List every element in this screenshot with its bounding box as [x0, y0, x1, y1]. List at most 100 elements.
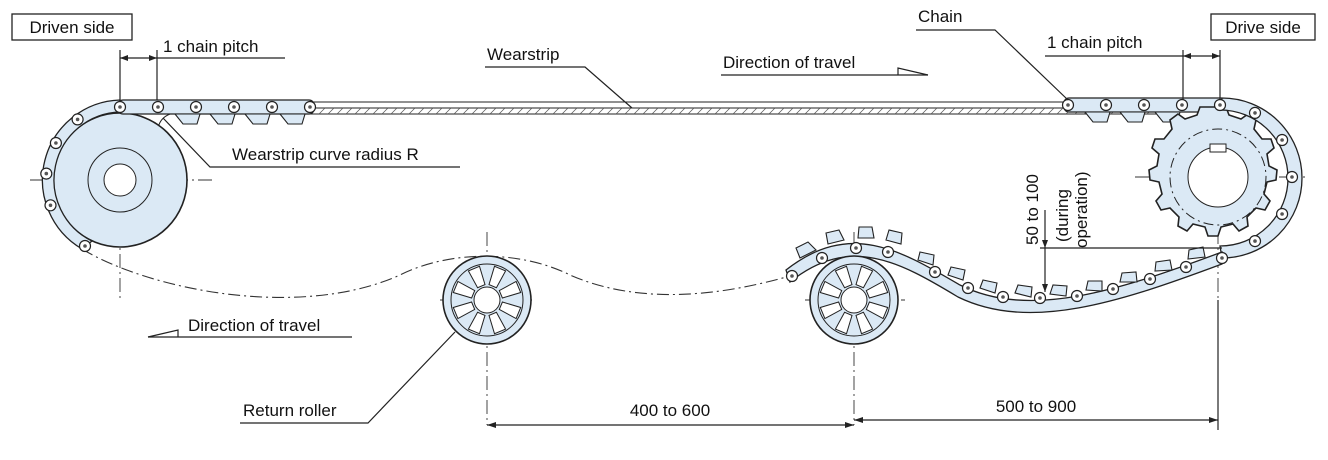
chain-pitch-right-arrows: [1183, 53, 1220, 59]
chain-pin-center: [820, 256, 824, 260]
wearstrip-hatch-line: [903, 107, 911, 115]
drive-sprocket-hub: [1187, 146, 1249, 208]
wearstrip-hatch-line: [813, 107, 821, 115]
drive-side-label-group: Drive side: [1210, 13, 1316, 41]
wearstrip-hatch-line: [858, 107, 866, 115]
chain-pitch-left-dimension: 1 chain pitch: [119, 37, 285, 100]
wearstrip-hatch-line: [633, 107, 641, 115]
drive-sprocket-keyway: [1209, 143, 1227, 153]
return-roller-left-rim: [450, 263, 524, 337]
return-roller-left-spoke: [488, 311, 507, 335]
wearstrip-hatch-line: [1002, 107, 1010, 115]
chain-pin-center: [1075, 294, 1079, 298]
chain-pin-center: [1148, 277, 1152, 281]
wearstrip-hatch-line: [1038, 107, 1046, 115]
return-roller-left-hub: [473, 286, 501, 314]
wearstrip-hatch-line: [354, 107, 362, 115]
wearstrip-hatch-line: [930, 107, 938, 115]
wearstrip-callout: Wearstrip: [485, 45, 633, 109]
chain-pitch-left-label: 1 chain pitch: [163, 37, 258, 56]
direction-top-callout: Direction of travel: [721, 53, 929, 76]
wearstrip-hatch-line: [678, 107, 686, 115]
return-roller-right-spoke: [865, 301, 889, 320]
return-roller-left-spoke: [452, 280, 476, 299]
wearstrip-hatch-line: [1047, 107, 1055, 115]
chain-pin-center: [1104, 103, 1108, 107]
wearstrip-hatch-line: [534, 107, 542, 115]
chain-pin-center: [886, 250, 890, 254]
sag-dimension: 50 to 100 (during operation): [1023, 171, 1222, 292]
wearstrip-hatch-line: [516, 107, 524, 115]
wearstrip-hatch-line: [435, 107, 443, 115]
wearstrip-hatch-line: [939, 107, 947, 115]
wearstrip-hatch-line: [327, 107, 335, 115]
wearstrip-hatch-line: [390, 107, 398, 115]
return-roller-right: [809, 255, 899, 345]
wearstrip-hatch-line: [579, 107, 587, 115]
wearstrip-hatch-line: [588, 107, 596, 115]
chain-pin-center: [156, 105, 160, 109]
chain-pin-center: [1001, 295, 1005, 299]
return-roller-right-spoke: [865, 280, 889, 299]
chain-pin-center: [1253, 111, 1257, 115]
wearstrip-hatch-line: [399, 107, 407, 115]
wearstrip-hatch-line: [624, 107, 632, 115]
wearstrip-hatch-line: [948, 107, 956, 115]
direction-top-label: Direction of travel: [723, 53, 855, 72]
wearstrip-hatch-line: [1029, 107, 1037, 115]
wearstrip-hatch-line: [336, 107, 344, 115]
direction-bottom-arrow: [147, 329, 179, 338]
chain-pin-center: [1180, 103, 1184, 107]
wearstrip-curve-leader: [162, 117, 460, 168]
return-slack-line: [81, 248, 791, 298]
chain-pin-center: [1280, 138, 1284, 142]
wearstrip-curve-label: Wearstrip curve radius R: [232, 145, 419, 164]
driven-side-box: [11, 13, 133, 41]
return-roller-right-spoke: [834, 311, 853, 335]
sag-value-label: 50 to 100: [1023, 174, 1042, 245]
wearstrip-hatch-line: [462, 107, 470, 115]
drive-side-box: [1210, 13, 1316, 41]
wearstrip-hatch-line: [867, 107, 875, 115]
wearstrip-hatch-line: [975, 107, 983, 115]
return-roller-callout: Return roller: [240, 331, 456, 424]
chain-pin-center: [44, 171, 49, 176]
direction-bottom-label: Direction of travel: [188, 316, 320, 335]
wearstrip-hatch-line: [768, 107, 776, 115]
wearstrip-hatch-line: [732, 107, 740, 115]
chain-pin-center: [1066, 103, 1070, 107]
driven-side-label: Driven side: [29, 18, 114, 37]
return-roller-right-spokes: [819, 265, 889, 335]
wearstrip-hatch-line: [804, 107, 812, 115]
return-roller-left-spoke: [467, 265, 486, 289]
wearstrip-hatch-line: [921, 107, 929, 115]
wearstrip-hatch-line: [993, 107, 1001, 115]
upper-left-chain-flights: [173, 113, 306, 125]
drive-spacing-dimension: 500 to 900: [854, 300, 1219, 430]
wearstrip-hatch-line: [894, 107, 902, 115]
wearstrip-hatch-line: [408, 107, 416, 115]
wearstrip-hatch-line: [912, 107, 920, 115]
return-roller-right-spoke: [819, 301, 843, 320]
return-roller-left-spoke: [488, 265, 507, 289]
wearstrip-hatch-line: [642, 107, 650, 115]
chain-pin-center: [1184, 265, 1188, 269]
chain-pin-center: [1218, 103, 1222, 107]
driven-wheel-hub-ring: [87, 147, 153, 213]
chain-pin-center: [1038, 296, 1042, 300]
wearstrip-hatch-line: [957, 107, 965, 115]
wearstrip-hatch-line: [453, 107, 461, 115]
wearstrip-hatch-line: [777, 107, 785, 115]
wearstrip-hatch-line: [444, 107, 452, 115]
chain-pin-center: [1142, 103, 1146, 107]
wearstrip-hatch-line: [822, 107, 830, 115]
return-roller-left-spoke: [452, 301, 476, 320]
wearstrip-rail: [157, 101, 1220, 129]
chain-pin-center: [1253, 239, 1257, 243]
drive-side-label: Drive side: [1225, 18, 1301, 37]
wearstrip-hatch-line: [1011, 107, 1019, 115]
return-roller-left-spoke: [498, 280, 522, 299]
return-roller-right-rim: [817, 263, 891, 337]
return-roller-left-spokes: [452, 265, 522, 335]
